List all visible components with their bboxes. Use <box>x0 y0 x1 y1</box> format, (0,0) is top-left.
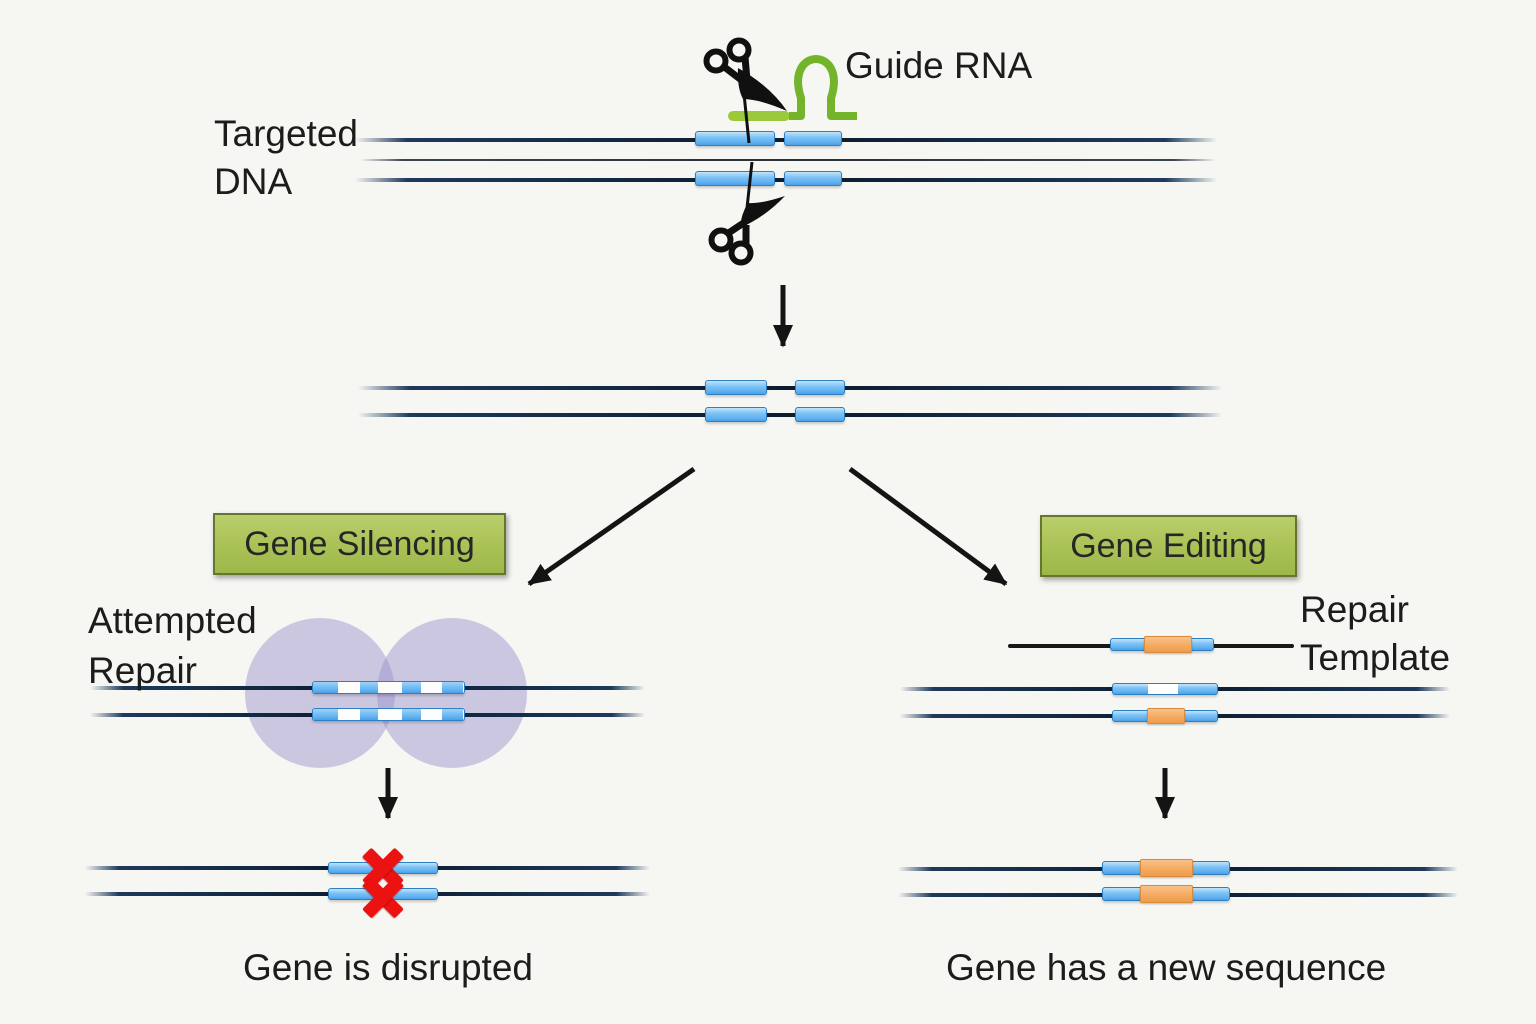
stripe <box>338 682 360 693</box>
gap-insert <box>1148 684 1178 694</box>
dna-strand <box>358 386 1222 390</box>
target-sequence-segment <box>795 407 845 422</box>
stripe <box>338 709 360 720</box>
dna-strand-thin <box>360 159 1216 161</box>
dna-strand <box>358 413 1222 417</box>
arrow-branch-left-icon <box>527 466 696 587</box>
rna-hairpin-loop-icon <box>728 55 857 121</box>
attempted-repair-label: Attempted Repair <box>88 596 257 696</box>
repair-template-label: Repair Template <box>1300 586 1450 682</box>
result-editing-label: Gene has a new sequence <box>946 947 1387 988</box>
stripe <box>402 682 421 693</box>
target-sequence-segment <box>784 171 842 186</box>
repair-template-line1: Repair <box>1300 589 1409 630</box>
target-sequence-segment <box>1112 708 1218 724</box>
target-sequence-segment <box>795 380 845 395</box>
repair-template-line2: Template <box>1300 637 1451 678</box>
stripe <box>313 682 338 693</box>
gene-editing-label: Gene Editing <box>1070 526 1267 565</box>
result-silencing-label: Gene is disrupted <box>242 947 533 988</box>
stripe <box>360 709 378 720</box>
stripe <box>378 682 402 693</box>
x-mark-icon <box>365 879 401 915</box>
new-sequence-insert <box>1144 636 1192 653</box>
gene-editing-tag: Gene Editing <box>1040 515 1297 577</box>
attempted-repair-line1: Attempted <box>88 600 257 641</box>
target-sequence-segment <box>1102 859 1230 877</box>
target-sequence-segment <box>695 171 775 186</box>
stripe <box>442 682 463 693</box>
stripe <box>442 709 463 720</box>
targeted-dna-label: Targeted DNA <box>214 110 358 206</box>
arrow-branch-right-icon <box>848 466 1008 587</box>
target-sequence-segment <box>1102 885 1230 903</box>
gene-silencing-tag: Gene Silencing <box>213 513 506 575</box>
attempted-repair-line2: Repair <box>88 650 197 691</box>
stripe <box>402 709 421 720</box>
target-sequence-segment <box>705 380 767 395</box>
stripe <box>360 682 378 693</box>
new-sequence-insert <box>1147 708 1185 724</box>
new-sequence-insert <box>1140 885 1193 903</box>
guide-rna-label: Guide RNA <box>845 45 1033 86</box>
target-sequence-segment <box>784 131 842 146</box>
error-repair-segment <box>312 708 465 721</box>
stripe <box>421 709 442 720</box>
gene-silencing-label: Gene Silencing <box>244 524 475 563</box>
targeted-dna-line1: Targeted <box>214 113 358 154</box>
scissors-icon <box>703 37 787 144</box>
targeted-dna-line2: DNA <box>214 161 293 202</box>
target-sequence-segment <box>1112 683 1218 695</box>
error-repair-segment <box>312 681 465 694</box>
new-sequence-insert <box>1140 859 1193 877</box>
target-sequence-segment <box>695 131 775 146</box>
stripe <box>313 709 338 720</box>
target-sequence-segment <box>705 407 767 422</box>
stripe <box>378 709 402 720</box>
stripe <box>421 682 442 693</box>
template-segment <box>1110 636 1214 653</box>
